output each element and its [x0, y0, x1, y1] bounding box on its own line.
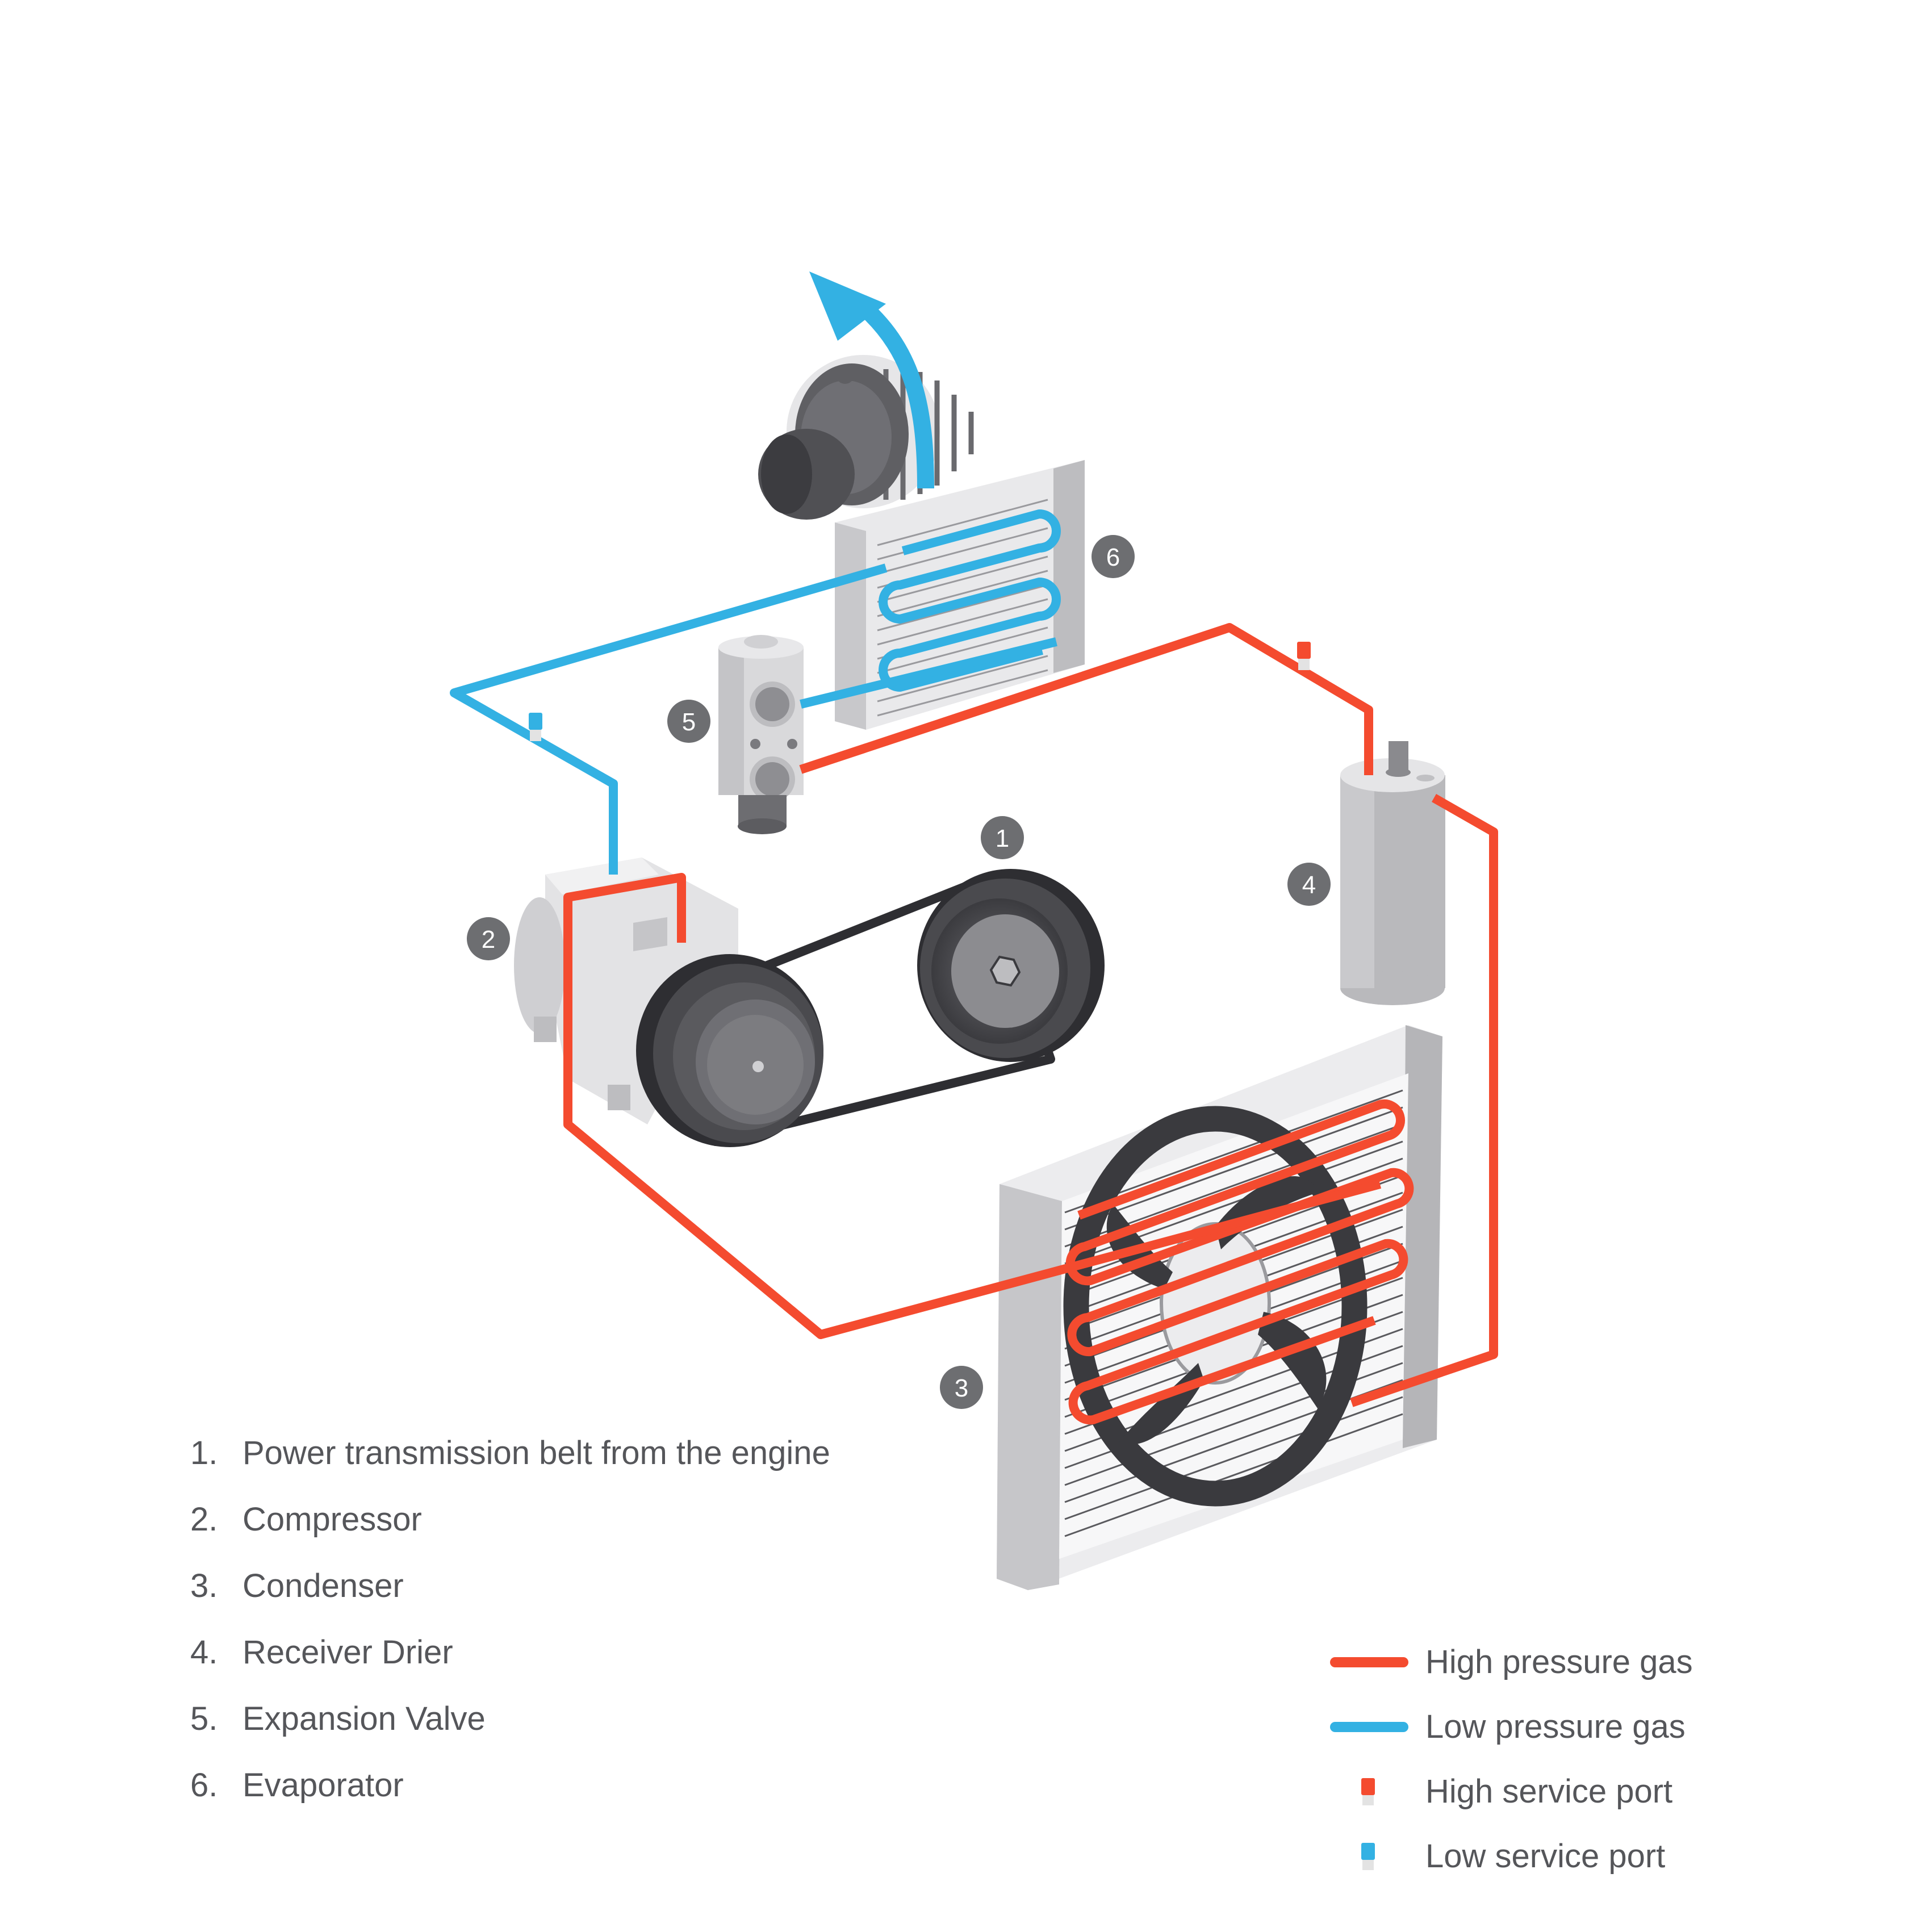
badge-5: 5	[667, 700, 710, 743]
condenser	[997, 1025, 1442, 1590]
engine-pulley	[917, 869, 1105, 1062]
compressor-clutch-pulley	[636, 954, 823, 1147]
badge-1: 1	[981, 816, 1024, 859]
svg-text:6: 6	[1106, 543, 1120, 571]
component-label: Receiver Drier	[242, 1634, 453, 1671]
low-pressure-swatch	[1330, 1722, 1408, 1732]
component-number: 1.	[190, 1435, 218, 1471]
airflow-arrow	[809, 271, 934, 489]
svg-text:4: 4	[1302, 871, 1316, 899]
component-item: 4. Receiver Drier	[190, 1619, 830, 1686]
blower-motor	[758, 355, 974, 520]
component-label: Compressor	[242, 1501, 422, 1538]
legend-item-low-port: Low service port	[1323, 1824, 1693, 1889]
component-label: Power transmission belt from the engine	[242, 1435, 830, 1471]
low-port-swatch	[1361, 1843, 1375, 1870]
svg-text:2: 2	[482, 926, 495, 954]
component-number: 6.	[190, 1767, 218, 1804]
component-number: 4.	[190, 1634, 218, 1671]
compressor	[514, 858, 738, 1124]
component-item: 6. Evaporator	[190, 1752, 830, 1818]
legend-item-high-pressure: High pressure gas	[1323, 1630, 1693, 1695]
component-number: 3.	[190, 1567, 218, 1604]
component-item: 2. Compressor	[190, 1486, 830, 1553]
legend-label: High pressure gas	[1425, 1644, 1693, 1680]
legend: High pressure gas Low pressure gas High …	[1323, 1630, 1693, 1889]
legend-label: High service port	[1425, 1773, 1673, 1810]
component-label: Evaporator	[242, 1767, 404, 1804]
component-label: Condenser	[242, 1567, 404, 1604]
component-list: 1. Power transmission belt from the engin…	[190, 1420, 830, 1818]
svg-text:5: 5	[682, 708, 696, 736]
component-item: 5. Expansion Valve	[190, 1686, 830, 1752]
receiver-drier	[1340, 741, 1445, 1005]
component-item: 3. Condenser	[190, 1553, 830, 1619]
component-number: 5.	[190, 1700, 218, 1737]
badge-2: 2	[467, 917, 510, 960]
component-label: Expansion Valve	[242, 1700, 486, 1737]
high-port-swatch	[1361, 1778, 1375, 1805]
component-item: 1. Power transmission belt from the engin…	[190, 1420, 830, 1486]
legend-label: Low service port	[1425, 1838, 1666, 1875]
badge-6: 6	[1092, 535, 1135, 578]
badge-4: 4	[1287, 863, 1331, 906]
svg-text:3: 3	[955, 1374, 968, 1402]
svg-text:1: 1	[996, 825, 1009, 852]
expansion-valve	[718, 635, 804, 834]
legend-item-low-pressure: Low pressure gas	[1323, 1695, 1693, 1759]
high-pressure-swatch	[1330, 1657, 1408, 1667]
component-number: 2.	[190, 1501, 218, 1538]
legend-label: Low pressure gas	[1425, 1708, 1686, 1745]
legend-item-high-port: High service port	[1323, 1759, 1693, 1824]
badge-3: 3	[940, 1366, 983, 1409]
low-service-port	[529, 713, 542, 741]
high-service-port	[1297, 642, 1311, 670]
